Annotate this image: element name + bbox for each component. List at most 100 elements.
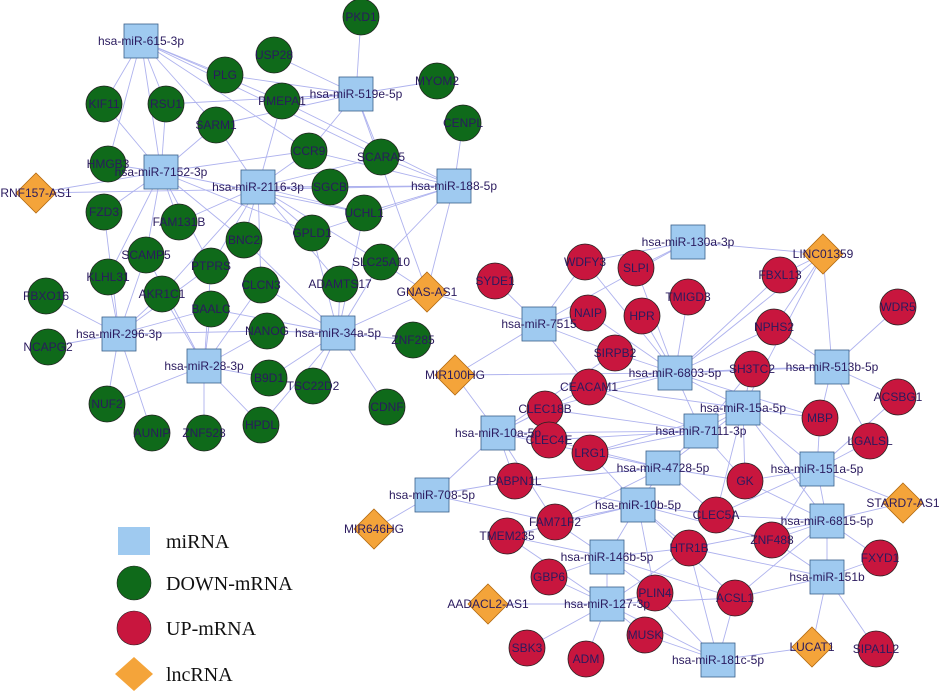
down-mrna-node-CLCN3[interactable] (242, 266, 280, 304)
down-mrna-node-NCAPG2[interactable] (29, 328, 67, 366)
mirna-node-m188[interactable] (436, 168, 472, 204)
lncrna-node-RNF157[interactable] (15, 172, 57, 214)
down-mrna-node-NANOG[interactable] (248, 312, 286, 350)
up-mrna-node-FXYD1[interactable] (861, 539, 899, 577)
mirna-node-m708[interactable] (414, 477, 450, 513)
up-mrna-node-PABPN1L[interactable] (496, 462, 534, 500)
down-mrna-node-PLG[interactable] (206, 56, 244, 94)
up-mrna-node-MUSK[interactable] (626, 616, 664, 654)
down-mrna-node-PMEPA1[interactable] (263, 82, 301, 120)
lncrna-node-LUCAT1[interactable] (791, 626, 833, 668)
mirna-node-m7152[interactable] (143, 154, 179, 190)
up-mrna-node-SYDE1[interactable] (476, 262, 514, 300)
mirna-node-m7111[interactable] (683, 413, 719, 449)
up-mrna-node-LRG1[interactable] (571, 434, 609, 472)
mirna-node-m7515[interactable] (521, 306, 557, 342)
lncrna-node-MIR100HG[interactable] (434, 354, 476, 396)
mirna-node-m6815[interactable] (809, 503, 845, 539)
mirna-node-m146b[interactable] (589, 539, 625, 575)
down-mrna-node-ZNF285[interactable] (394, 321, 432, 359)
mirna-node-m513b[interactable] (814, 349, 850, 385)
mirna-node-m28[interactable] (186, 348, 222, 384)
down-mrna-node-SCARA5[interactable] (362, 138, 400, 176)
mirna-node-m151a[interactable] (799, 451, 835, 487)
up-mrna-node-TMEM235[interactable] (488, 517, 526, 555)
up-mrna-node-NAIP[interactable] (569, 294, 607, 332)
down-mrna-node-ZNF528[interactable] (185, 414, 223, 452)
down-mrna-node-TSC22D2[interactable] (294, 367, 332, 405)
mirna-node-m130a[interactable] (670, 224, 706, 260)
up-mrna-node-NPHS2[interactable] (755, 308, 793, 346)
down-mrna-node-SCAMP5[interactable] (127, 236, 165, 274)
up-mrna-node-HPR[interactable] (623, 297, 661, 335)
down-mrna-node-CENPL[interactable] (444, 104, 482, 142)
down-mrna-node-HMGB3[interactable] (89, 145, 127, 183)
down-mrna-node-BAALC[interactable] (192, 290, 230, 328)
up-mrna-node-ACSBG1[interactable] (879, 378, 917, 416)
down-mrna-node-KIF11[interactable] (85, 85, 123, 123)
down-mrna-node-B9D1[interactable] (250, 359, 288, 397)
mirna-node-m127[interactable] (589, 586, 625, 622)
down-mrna-node-AKR1C1[interactable] (143, 275, 181, 313)
mirna-node-m4728[interactable] (645, 450, 681, 486)
down-mrna-node-MYOM2[interactable] (418, 62, 456, 100)
down-mrna-node-SLC25A10[interactable] (362, 243, 400, 281)
mirna-node-m296[interactable] (101, 316, 137, 352)
down-mrna-node-SARM1[interactable] (197, 106, 235, 144)
up-mrna-node-ZNF488[interactable] (753, 521, 791, 559)
down-mrna-node-BNC2[interactable] (225, 221, 263, 259)
lncrna-node-STARD7[interactable] (882, 482, 924, 524)
mirna-node-m615[interactable] (123, 23, 159, 59)
down-mrna-node-SGCB[interactable] (311, 168, 349, 206)
lncrna-node-MIR646HG[interactable] (353, 508, 395, 550)
up-mrna-node-FBXL13[interactable] (761, 256, 799, 294)
down-mrna-node-USP28[interactable] (255, 36, 293, 74)
down-mrna-node-PKD1[interactable] (342, 0, 380, 36)
down-mrna-node-AUNIP[interactable] (133, 414, 171, 452)
up-mrna-node-WDFY3[interactable] (566, 243, 604, 281)
up-mrna-node-MBP[interactable] (801, 399, 839, 437)
mirna-node-m15a[interactable] (725, 390, 761, 426)
up-mrna-node-PLIN4[interactable] (636, 574, 674, 612)
up-mrna-node-WDR5[interactable] (879, 288, 917, 326)
up-mrna-node-GBP6[interactable] (530, 558, 568, 596)
mirna-node-m519[interactable] (338, 76, 374, 112)
mirna-node-m151b[interactable] (809, 559, 845, 595)
mirna-node-m6803[interactable] (657, 355, 693, 391)
down-mrna-node-NUF2[interactable] (88, 385, 126, 423)
down-mrna-node-HPDL[interactable] (242, 406, 280, 444)
up-mrna-node-ACSL1[interactable] (716, 579, 754, 617)
down-mrna-node-FAM131B[interactable] (160, 203, 198, 241)
up-mrna-node-CEACAM1[interactable] (570, 368, 608, 406)
lncrna-node-AADACL2[interactable] (467, 583, 509, 625)
up-mrna-node-SIPA1L2[interactable] (857, 630, 895, 668)
up-mrna-node-TMIGD3[interactable] (669, 278, 707, 316)
lncrna-node-LINC01359[interactable] (802, 233, 844, 275)
down-mrna-node-PTPRS[interactable] (192, 247, 230, 285)
down-mrna-node-RSU1[interactable] (147, 85, 185, 123)
up-mrna-node-SH3TC2[interactable] (733, 350, 771, 388)
down-mrna-node-ADAMTS17[interactable] (321, 265, 359, 303)
mirna-node-m10a[interactable] (480, 415, 516, 451)
down-mrna-node-FBXO16[interactable] (27, 277, 65, 315)
mirna-node-m2116[interactable] (240, 169, 276, 205)
down-mrna-node-FZD3[interactable] (85, 193, 123, 231)
mirna-node-m181c[interactable] (700, 642, 736, 678)
down-mrna-node-CDNF[interactable] (368, 388, 406, 426)
down-mrna-node-UCHL1[interactable] (345, 194, 383, 232)
up-mrna-node-HTR1B[interactable] (670, 529, 708, 567)
mirna-node-m34a[interactable] (320, 315, 356, 351)
up-mrna-node-SIRPB2[interactable] (596, 334, 634, 372)
up-mrna-node-SLPI[interactable] (617, 249, 655, 287)
up-mrna-node-ADM[interactable] (567, 640, 605, 678)
up-mrna-node-CLEC5A[interactable] (697, 496, 735, 534)
up-mrna-node-SBK3[interactable] (508, 629, 546, 667)
up-mrna-node-FAM71F2[interactable] (536, 503, 574, 541)
mirna-node-m10b[interactable] (620, 487, 656, 523)
down-mrna-node-GPLD1[interactable] (293, 214, 331, 252)
lncrna-node-GNAS[interactable] (406, 271, 448, 313)
down-mrna-node-KLHL31[interactable] (89, 258, 127, 296)
down-mrna-node-CCR9[interactable] (290, 132, 328, 170)
up-mrna-node-GK[interactable] (726, 462, 764, 500)
up-mrna-node-CLEC4E[interactable] (530, 421, 568, 459)
